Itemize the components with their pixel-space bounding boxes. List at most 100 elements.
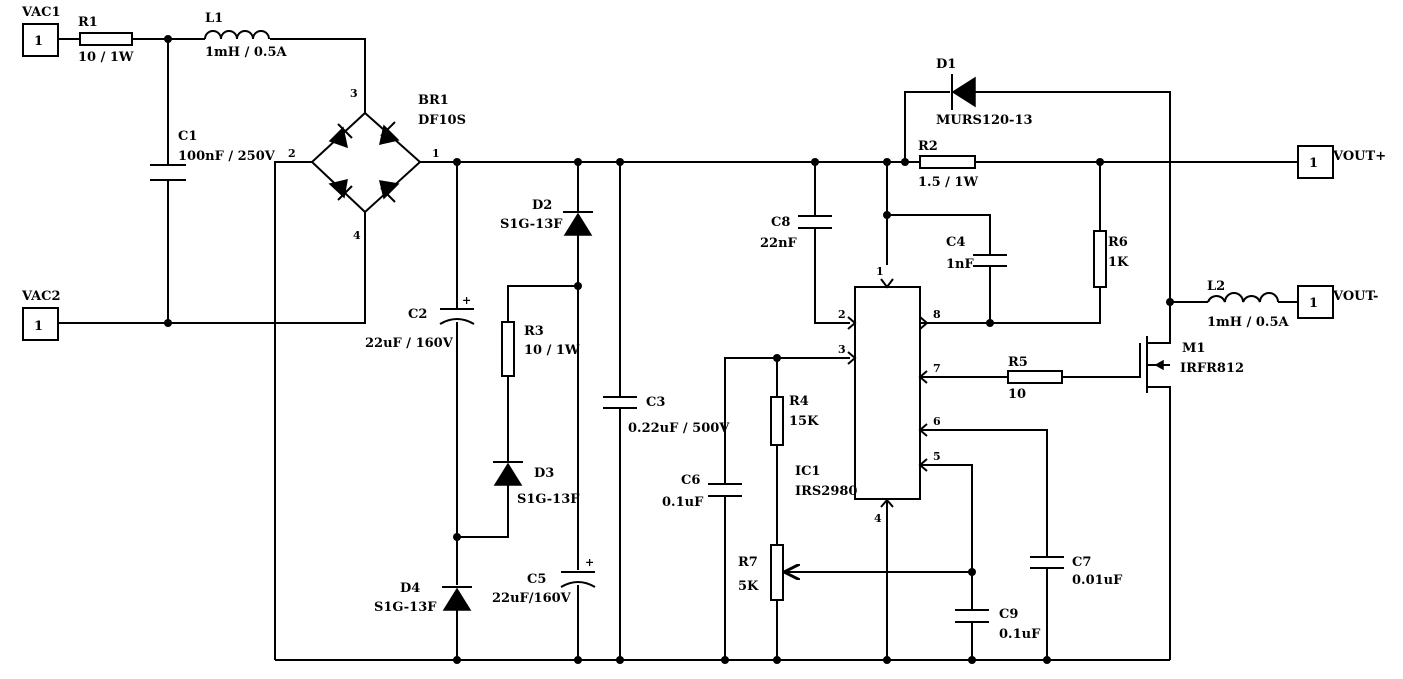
inductor-l2: L2 1mH / 0.5A [1207,279,1290,330]
ic1-pin-1: 1 [876,265,884,278]
ic1-pin-8: 8 [933,308,941,321]
c1-ref: C1 [178,129,197,144]
ic-irs2980: 1 2 3 4 5 6 7 8 IC1 IRS2980 [795,265,941,525]
capacitor-c2: + C2 22uF / 160V [365,294,475,351]
l2-ref: L2 [1207,279,1225,294]
terminal-vac2-label: VAC2 [21,289,61,304]
inductor-l1: L1 1mH / 0.5A [204,11,288,60]
bridge-rectifier-br1: 3 1 2 4 BR1 DF10S [288,87,466,242]
c2-plus: + [462,294,471,307]
c7-value: 0.01uF [1072,573,1123,588]
terminal-vout-minus: 1 VOUT- [1297,285,1378,319]
capacitor-c1: C1 100nF / 250V [150,129,276,181]
c4-ref: C4 [946,235,965,250]
c6-value: 0.1uF [662,495,704,510]
wires [58,38,1298,661]
c3-value: 0.22uF / 500V [628,421,730,436]
d1-value: MURS120-13 [936,113,1033,128]
diode-d4: D4 S1G-13F [374,581,472,615]
resistor-r6: R6 1K [1093,230,1129,288]
bridge-diode-2 [379,121,400,145]
capacitor-c5: + C5 22uF/160V [492,556,596,606]
l2-value: 1mH / 0.5A [1207,315,1290,330]
m1-ref: M1 [1182,341,1205,356]
terminal-vout-plus: 1 VOUT+ [1297,145,1386,179]
mosfet-m1: M1 IRFR812 [1128,336,1244,393]
resistor-r1: R1 10 / 1W [78,15,134,65]
c8-value: 22nF [760,236,798,251]
terminal-vac1: 1 VAC1 [21,5,61,57]
c7-ref: C7 [1072,555,1091,570]
terminal-vac1-label: VAC1 [21,5,61,20]
c2-ref: C2 [408,307,427,322]
terminal-vout-minus-label: VOUT- [1332,289,1378,304]
resistor-r5: R5 10 [1007,355,1063,402]
resistor-r4: R4 15K [770,394,819,446]
r4-value: 15K [789,414,819,429]
diode-d3: D3 S1G-13F [493,461,580,507]
c3-ref: C3 [646,395,665,410]
d2-value: S1G-13F [500,217,563,232]
br1-pin-3: 3 [350,87,358,100]
r4-ref: R4 [789,394,809,409]
r1-ref: R1 [78,15,98,30]
r5-ref: R5 [1008,355,1028,370]
bridge-diode-3 [328,179,353,201]
terminal-vac2: 1 VAC2 [21,289,61,341]
br1-ref: BR1 [418,93,449,108]
terminal-vout-plus-label: VOUT+ [1332,149,1386,164]
bridge-diode-1 [328,123,353,149]
terminal-vout-minus-pin: 1 [1309,296,1318,311]
resistor-r3: R3 10 / 1W [501,321,580,377]
l1-value: 1mH / 0.5A [205,45,288,60]
d1-ref: D1 [936,57,956,72]
c6-ref: C6 [681,473,700,488]
junction-dots [164,35,1174,664]
ic1-pin-4: 4 [874,512,882,525]
c9-value: 0.1uF [999,627,1041,642]
c9-ref: C9 [999,607,1018,622]
r5-value: 10 [1008,387,1026,402]
r3-ref: R3 [524,324,544,339]
r3-value: 10 / 1W [524,343,580,358]
ic1-pin-3: 3 [838,343,846,356]
r2-ref: R2 [918,139,938,154]
diode-d2: D2 S1G-13F [500,198,593,236]
r1-value: 10 / 1W [78,50,134,65]
c5-plus: + [585,556,594,569]
resistor-r2: R2 1.5 / 1W [918,139,978,190]
r7-value: 5K [738,579,759,594]
capacitor-c6: C6 0.1uF [662,473,742,510]
r7-ref: R7 [738,555,758,570]
capacitor-c4: C4 1nF [946,235,1007,272]
ic1-pin-5: 5 [933,450,941,463]
c2-value: 22uF / 160V [365,336,454,351]
r6-value: 1K [1108,255,1129,270]
ic1-pin-2: 2 [838,308,846,321]
ic1-pin-7: 7 [933,362,941,375]
ic1-pin-6: 6 [933,415,941,428]
potentiometer-r7: R7 5K [738,544,795,601]
ic1-ref: IC1 [795,464,820,479]
m1-value: IRFR812 [1180,361,1244,376]
r6-ref: R6 [1108,235,1128,250]
c4-value: 1nF [946,257,974,272]
d2-ref: D2 [532,198,552,213]
d4-ref: D4 [400,581,420,596]
ic1-value: IRS2980 [795,484,857,499]
capacitor-c8: C8 22nF [760,215,832,251]
capacitor-c3: C3 0.22uF / 500V [603,395,730,436]
d4-value: S1G-13F [374,600,437,615]
c1-value: 100nF / 250V [178,149,276,164]
terminal-vac2-pin: 1 [34,319,43,334]
br1-pin-4: 4 [353,229,361,242]
terminal-vout-plus-pin: 1 [1309,156,1318,171]
br1-pin-2: 2 [288,147,296,160]
capacitor-c9: C9 0.1uF [955,607,1041,642]
c8-ref: C8 [771,215,790,230]
br1-pin-1: 1 [432,147,440,160]
d3-value: S1G-13F [517,492,580,507]
br1-value: DF10S [418,113,466,128]
bridge-diode-4 [379,180,400,203]
